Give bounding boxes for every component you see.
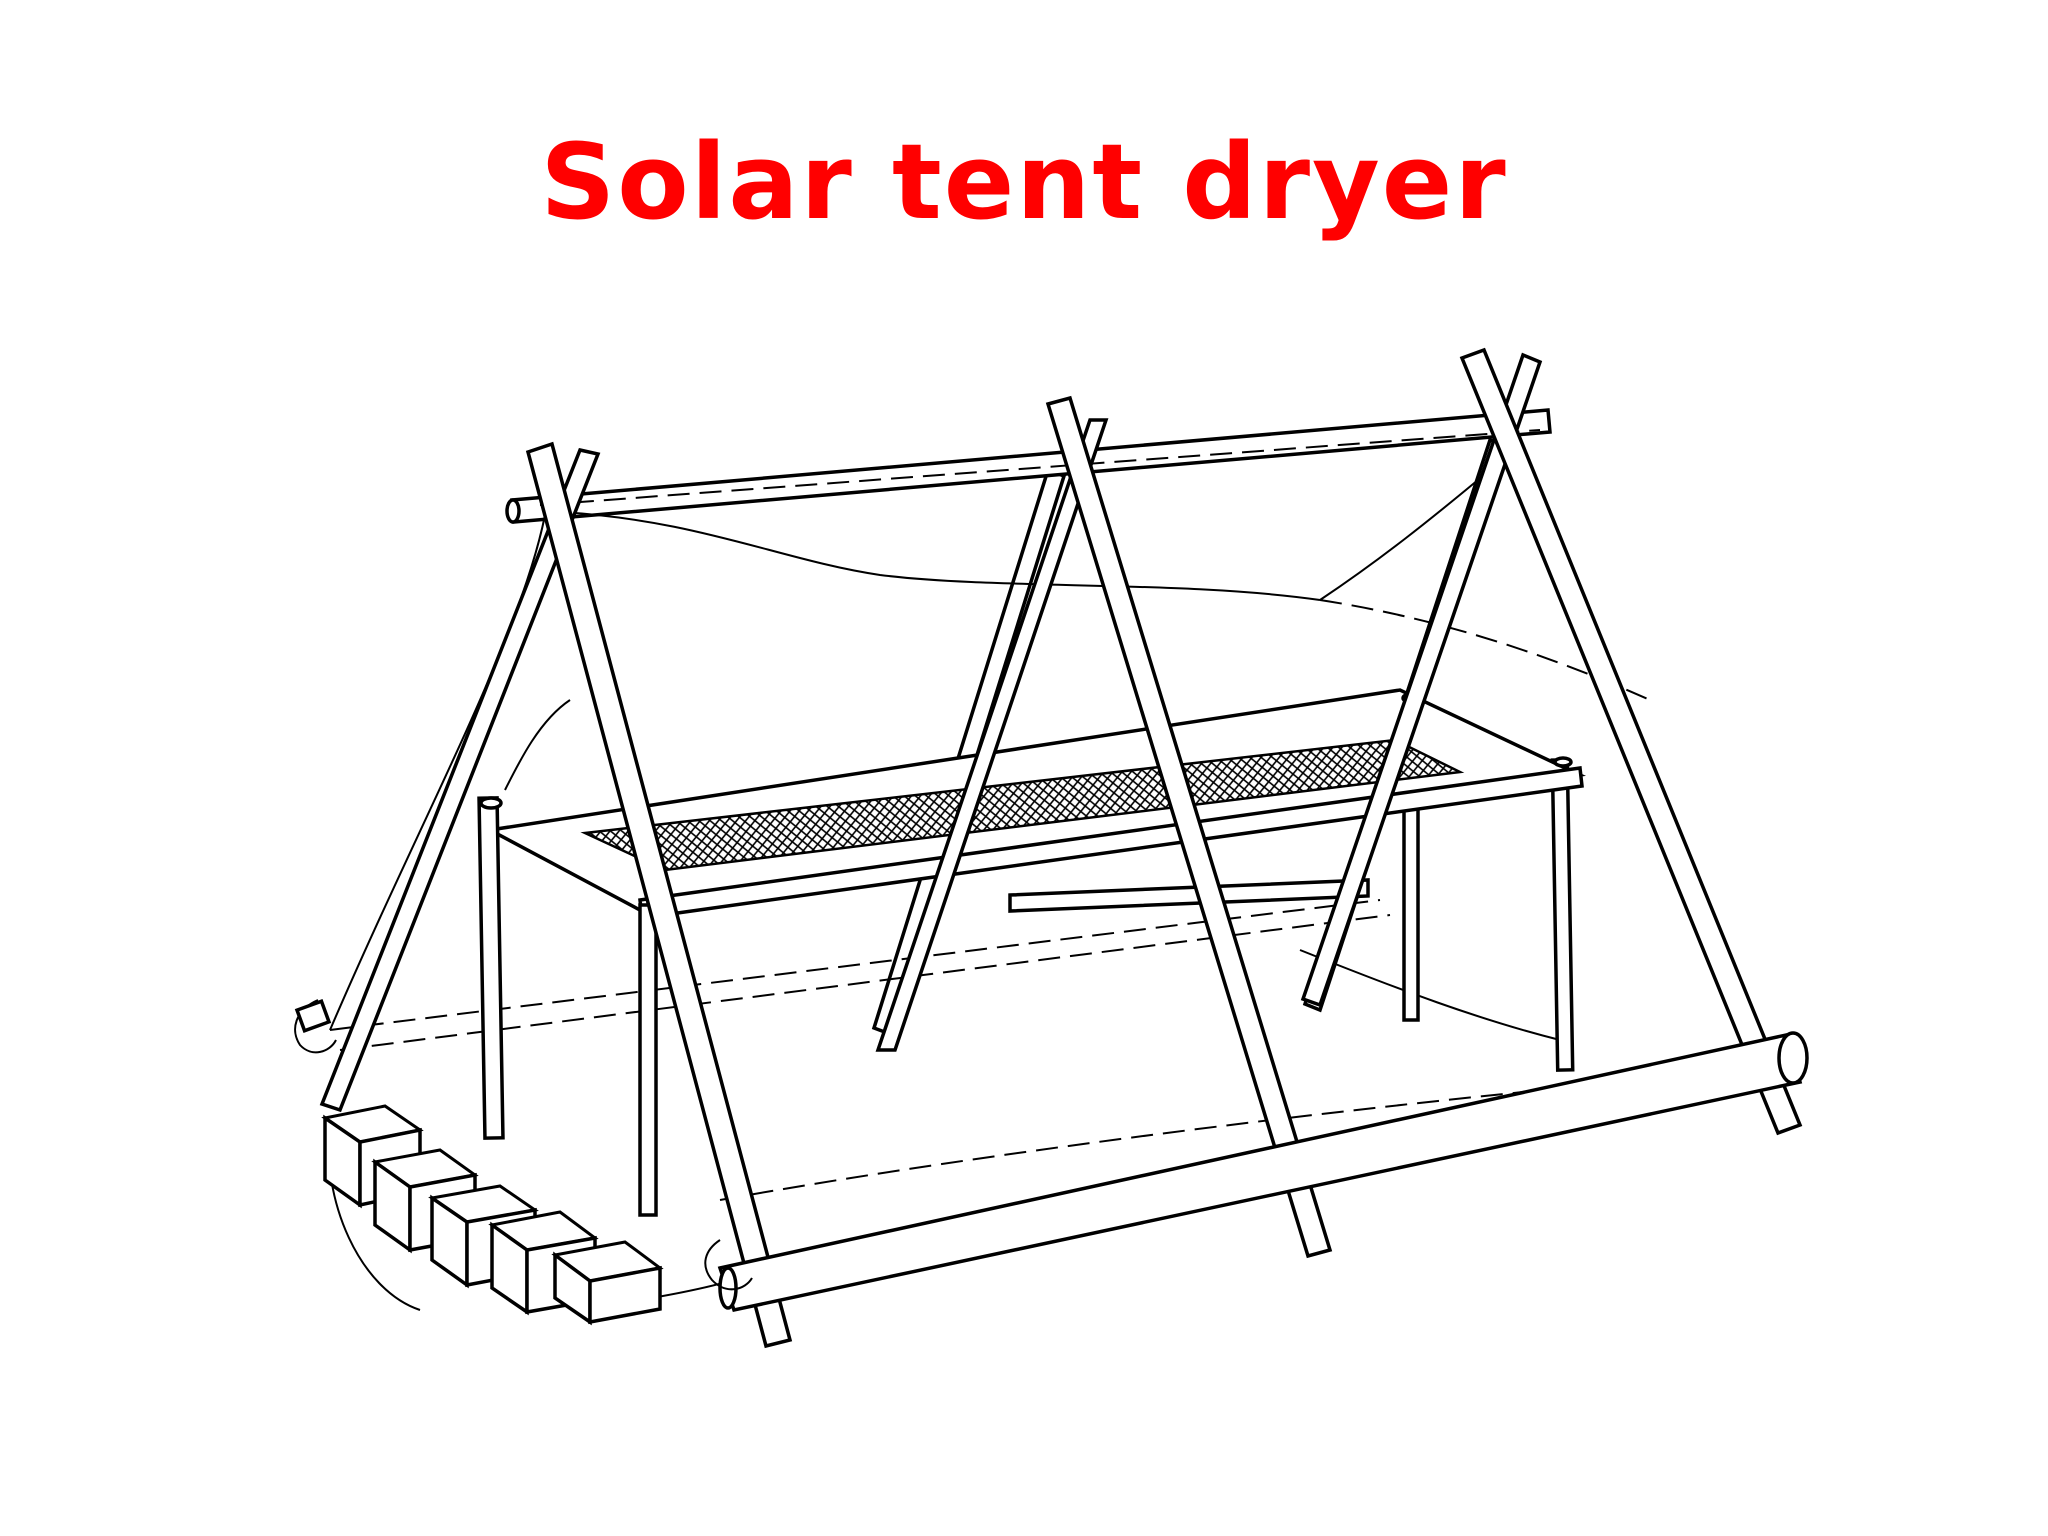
slide-title: Solar tent dryer bbox=[540, 121, 1508, 243]
drying-rack bbox=[477, 688, 1587, 1217]
front-frame bbox=[294, 347, 1809, 1349]
weight-blocks bbox=[321, 1104, 664, 1326]
